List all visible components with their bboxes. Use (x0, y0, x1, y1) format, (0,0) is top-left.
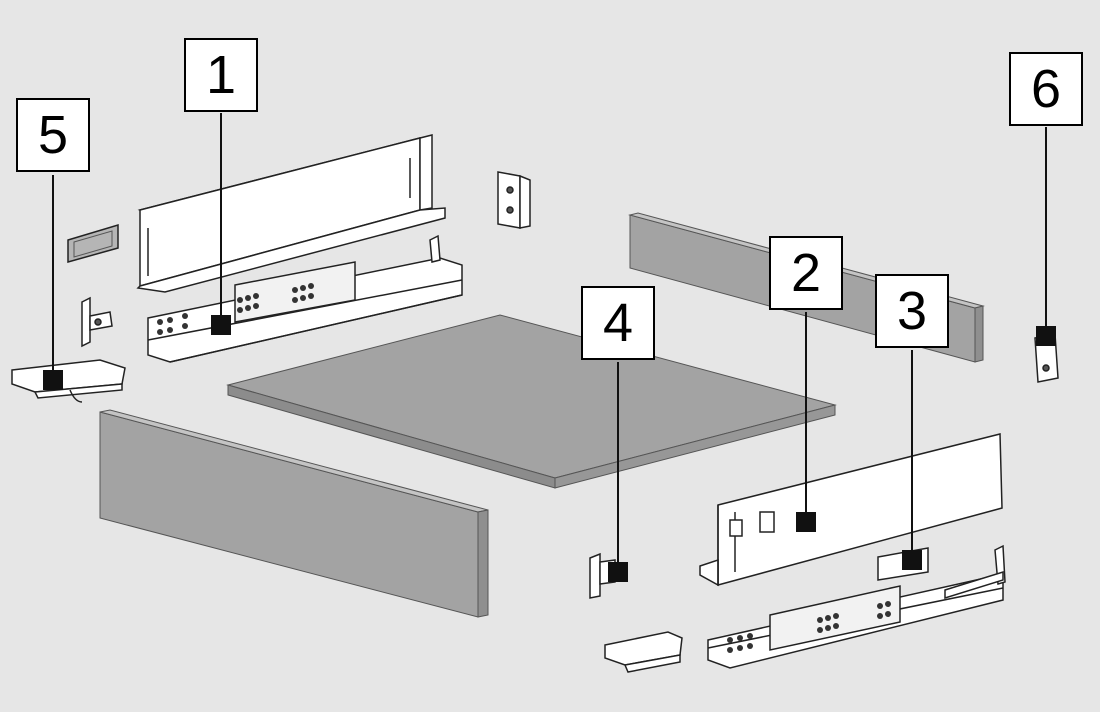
marker-5 (43, 370, 63, 390)
leader-lines (52, 113, 1047, 562)
marker-2 (796, 512, 816, 532)
marker-1 (211, 315, 231, 335)
callout-number: 6 (1030, 59, 1062, 119)
callout-5: 5 (16, 98, 90, 172)
callout-1: 1 (184, 38, 258, 112)
left-drawer-side (136, 134, 446, 293)
cover-plate-left (67, 223, 119, 263)
leader-markers (43, 315, 1056, 582)
callout-2: 2 (769, 236, 843, 310)
marker-4 (608, 562, 628, 582)
front-panel (99, 409, 489, 618)
bottom-panel (226, 314, 837, 489)
callout-4: 4 (581, 286, 655, 360)
callout-number: 5 (37, 105, 69, 165)
front-bracket-left (81, 296, 113, 348)
right-drawer-side (699, 433, 1003, 587)
right-runner (707, 544, 1006, 669)
callout-number: 2 (790, 243, 822, 303)
callout-3: 3 (875, 274, 949, 348)
locking-device (11, 359, 126, 403)
left-runner (147, 234, 463, 363)
callout-number: 1 (205, 45, 237, 105)
locking-device-right (604, 631, 683, 673)
callout-number: 3 (896, 281, 928, 341)
callout-6: 6 (1009, 52, 1083, 126)
marker-3 (902, 550, 922, 570)
rear-bracket-left (497, 171, 531, 229)
marker-6 (1036, 326, 1056, 346)
callout-number: 4 (602, 293, 634, 353)
